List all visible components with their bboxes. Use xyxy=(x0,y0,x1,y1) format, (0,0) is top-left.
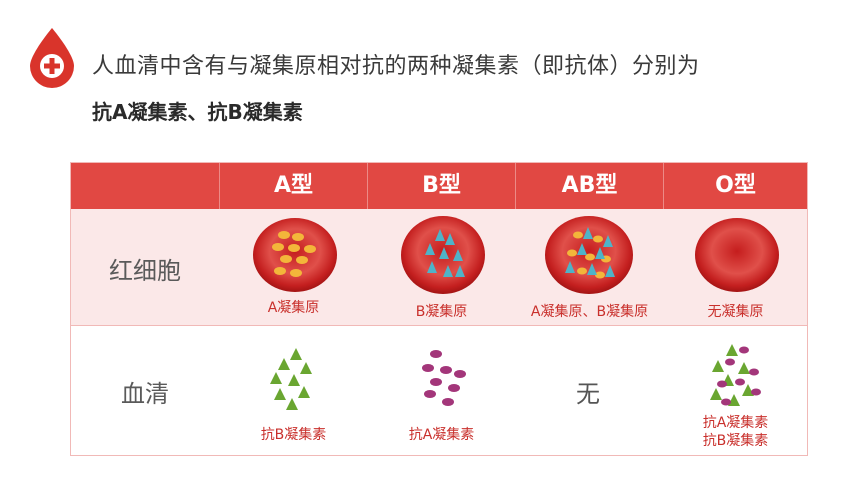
table-header-row: A型 B型 AB型 O型 xyxy=(71,163,807,209)
row-label-serum: 血清 xyxy=(121,380,169,408)
cell-o-serum: 抗A凝集素 抗B凝集素 xyxy=(664,326,807,455)
red-blood-cell-icon xyxy=(695,218,779,292)
caption-anti-a-o: 抗A凝集素 xyxy=(702,415,769,431)
caption-b-antigen: B凝集原 xyxy=(415,304,468,320)
header-empty xyxy=(71,163,219,209)
table-row-red-cells: 红细胞 xyxy=(71,209,807,326)
antigen-a-dots xyxy=(567,231,611,279)
mixed-antibodies-icon xyxy=(710,344,761,406)
red-blood-cell-icon xyxy=(253,218,337,292)
cell-b-serum: 抗A凝集素 xyxy=(368,326,515,455)
cell-a-serum: 抗B凝集素 xyxy=(220,326,367,455)
red-blood-cell-icon xyxy=(545,216,633,294)
antigen-b-triangles xyxy=(425,229,465,277)
table-row-serum: 血清 抗B凝集素 xyxy=(71,326,807,455)
cell-a-red-cell: A凝集原 xyxy=(220,209,367,325)
caption-anti-a: 抗A凝集素 xyxy=(408,427,475,443)
row-label-red-cells: 红细胞 xyxy=(109,257,181,285)
red-blood-cell-icon xyxy=(401,216,485,294)
blood-drop-plus-icon xyxy=(30,28,74,88)
cell-ab-serum: 无 xyxy=(516,326,663,455)
cell-o-red-cell: 无凝集原 xyxy=(664,209,807,325)
header-type-a: A型 xyxy=(273,173,314,198)
caption-anti-b: 抗B凝集素 xyxy=(260,427,327,443)
caption-ab-antigen: A凝集原、B凝集原 xyxy=(530,304,649,320)
cell-b-red-cell: B凝集原 xyxy=(368,209,515,325)
green-triangles-icon xyxy=(270,348,312,410)
antigen-a-dots xyxy=(272,231,316,277)
title-line-1: 人血清中含有与凝集原相对抗的两种凝集素（即抗体）分别为 xyxy=(92,54,700,79)
header-type-o: O型 xyxy=(715,173,756,198)
caption-o-antigen: 无凝集原 xyxy=(707,304,764,320)
title-line-2: 抗A凝集素、抗B凝集素 xyxy=(92,100,303,124)
cell-ab-red-cell: A凝集原、B凝集原 xyxy=(516,209,663,325)
blood-type-table: A型 B型 AB型 O型 红细胞 xyxy=(70,162,808,456)
caption-a-antigen: A凝集原 xyxy=(267,300,320,316)
antigen-b-triangles xyxy=(565,227,615,277)
serum-none-text: 无 xyxy=(576,380,600,408)
header-type-ab: AB型 xyxy=(561,173,618,198)
purple-ovals-icon xyxy=(422,350,466,406)
header-type-b: B型 xyxy=(422,173,461,198)
caption-anti-b-o: 抗B凝集素 xyxy=(702,433,769,449)
